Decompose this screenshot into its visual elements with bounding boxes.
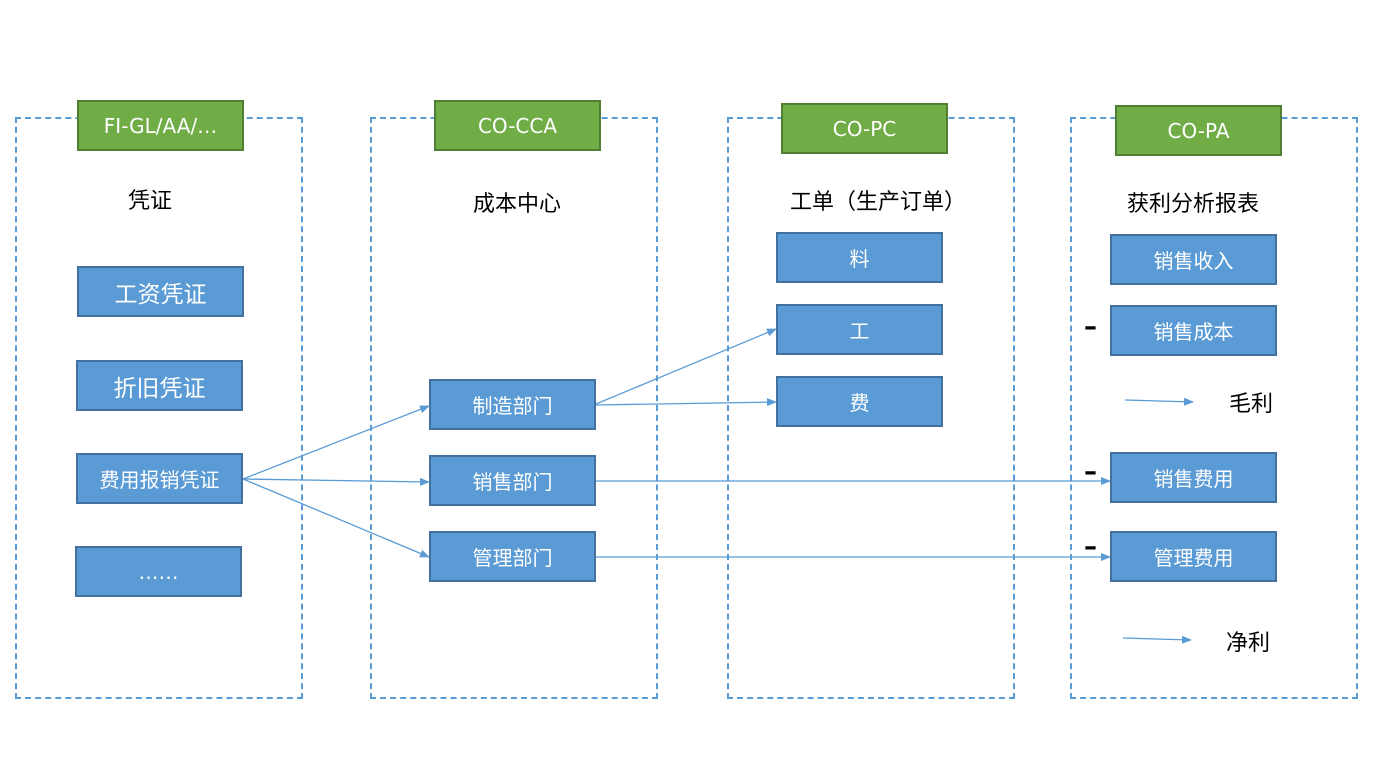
pa-sales-revenue: 销售收入 [1110, 234, 1277, 285]
header-cca: CO-CCA [434, 100, 601, 151]
subtitle-cca: 成本中心 [472, 192, 561, 217]
cost-center-sales: 销售部门 [429, 455, 596, 506]
minus-sign: – [1084, 532, 1097, 562]
voucher-depreciation: 折旧凭证 [76, 360, 243, 411]
subtitle-pc: 工单（生产订单） [789, 190, 966, 215]
pa-net-profit: 净利 [1226, 631, 1271, 656]
minus-sign: – [1084, 312, 1097, 342]
work-order-labor: 工 [776, 304, 943, 355]
voucher-more: …… [75, 546, 242, 597]
pa-sales-expense: 销售费用 [1110, 452, 1277, 503]
work-order-material: 料 [776, 232, 943, 283]
voucher-salary: 工资凭证 [77, 266, 244, 317]
pa-admin-expense: 管理费用 [1110, 531, 1277, 582]
voucher-expense-reimbursement: 费用报销凭证 [76, 453, 243, 504]
cost-center-manufacturing: 制造部门 [429, 379, 596, 430]
header-pa: CO-PA [1115, 105, 1282, 156]
header-pc: CO-PC [781, 103, 948, 154]
pa-gross-profit: 毛利 [1229, 392, 1274, 417]
work-order-overhead: 费 [776, 376, 943, 427]
minus-sign: – [1084, 457, 1097, 487]
pa-sales-cost: 销售成本 [1110, 305, 1277, 356]
header-fi: FI-GL/AA/… [77, 100, 244, 151]
cost-center-admin: 管理部门 [429, 531, 596, 582]
subtitle-fi: 凭证 [127, 189, 172, 214]
subtitle-pa: 获利分析报表 [1126, 192, 1259, 217]
